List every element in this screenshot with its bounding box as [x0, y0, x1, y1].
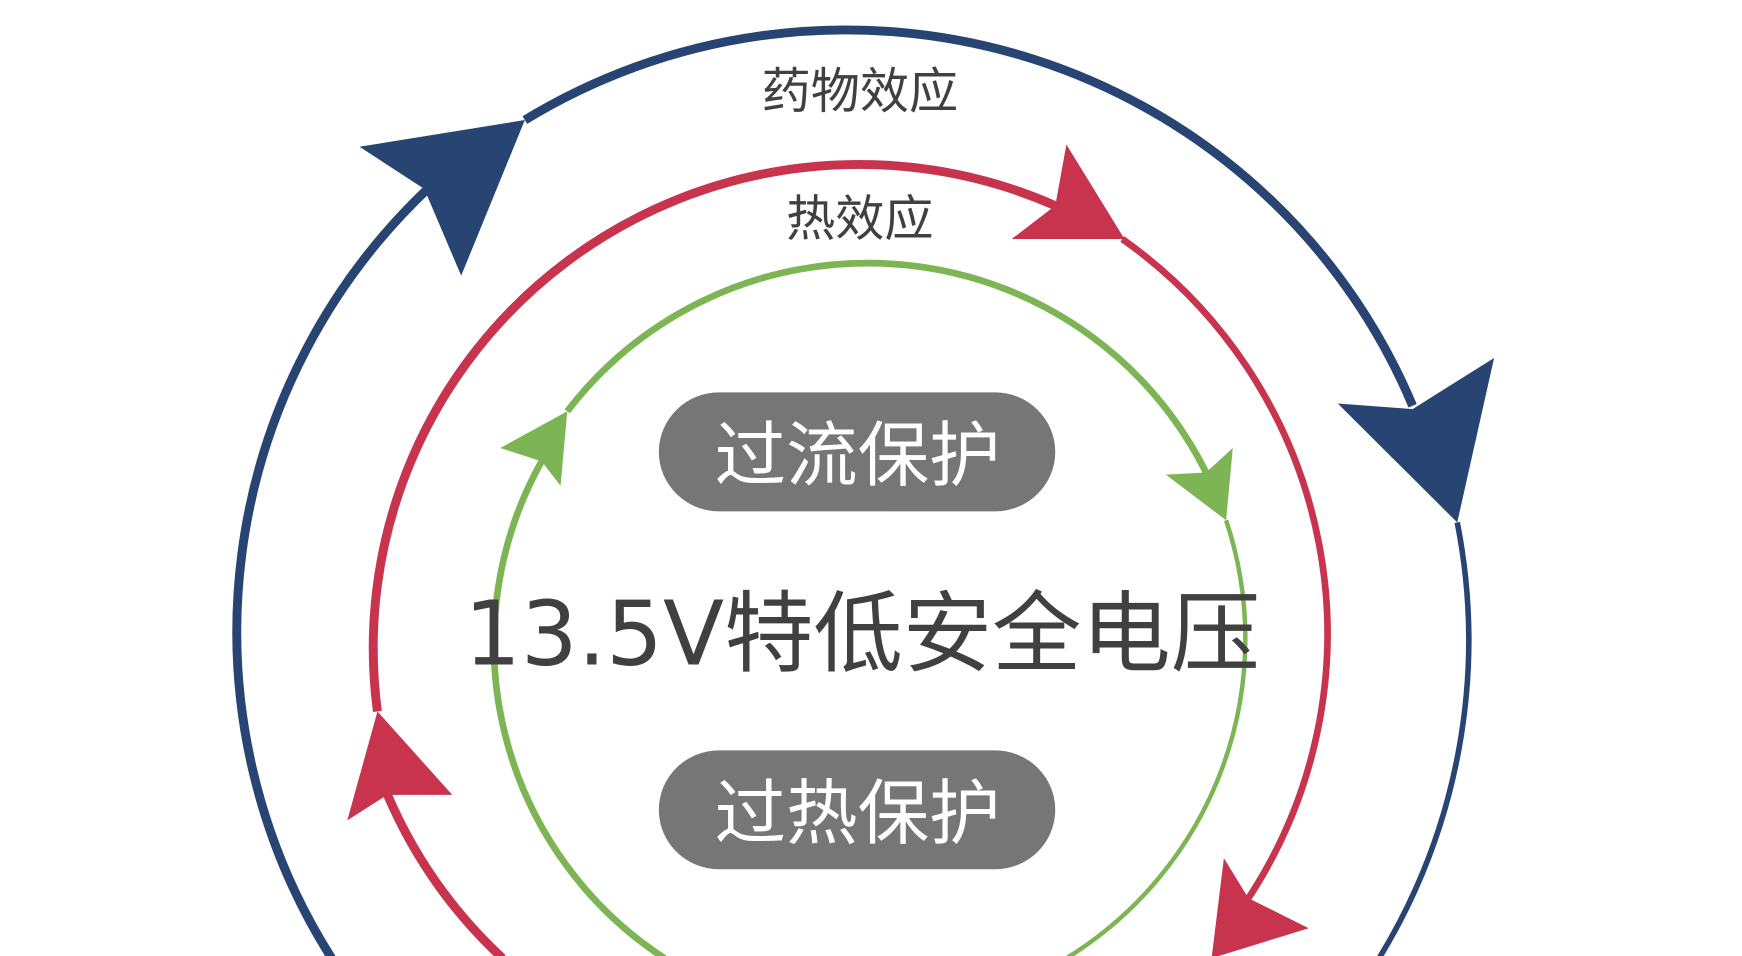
middle-arc-left	[383, 793, 506, 956]
outer-cycle	[232, 25, 1472, 956]
overheat-protection-badge: 过热保护	[658, 750, 1056, 870]
outer-arrowhead-icon	[1337, 357, 1495, 523]
inner-arc-top	[564, 259, 1210, 474]
middle-arrowhead-icon	[1011, 144, 1125, 239]
middle-arrowhead-icon	[1211, 858, 1309, 956]
outer-arc-left	[232, 183, 433, 956]
middle-cycle-label: 热效应	[786, 190, 933, 248]
outer-arrowhead-icon	[359, 120, 525, 276]
inner-arrowhead-icon	[1165, 447, 1233, 521]
middle-cycle	[368, 159, 1331, 956]
middle-arc-right	[1120, 236, 1331, 901]
outer-arc-right	[1377, 521, 1472, 956]
inner-arc-left	[490, 459, 667, 956]
badge-label: 过热保护	[715, 772, 1001, 855]
badge-label: 过流保护	[715, 414, 1001, 497]
inner-arrowhead-icon	[500, 411, 568, 486]
inner-cycle	[490, 259, 1248, 956]
center-title: 13.5V特低安全电压	[464, 583, 1260, 687]
outer-arc-top	[522, 25, 1417, 408]
inner-arc-right	[1065, 519, 1248, 956]
overcurrent-protection-badge: 过流保护	[658, 392, 1056, 512]
middle-arc-top	[368, 159, 1058, 713]
outer-cycle-label: 药物效应	[762, 62, 959, 120]
middle-arrowhead-icon	[347, 711, 453, 821]
